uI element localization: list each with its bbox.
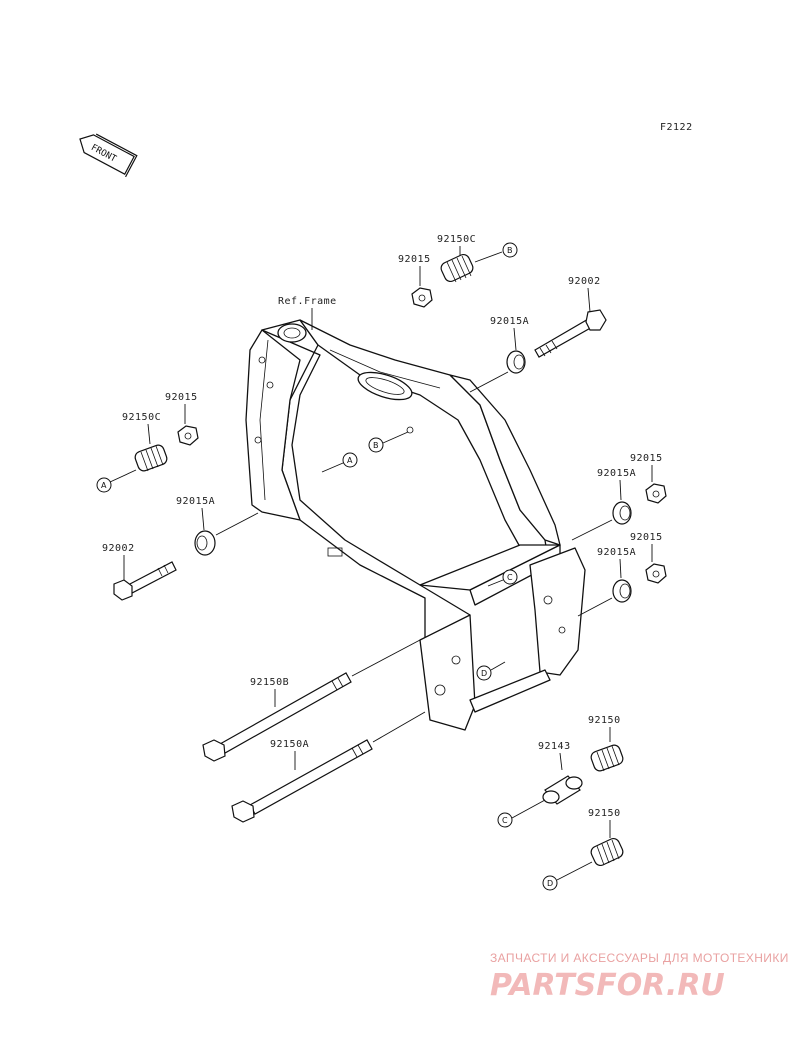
spring-92150-r1 <box>590 744 624 772</box>
leader-line <box>513 327 517 351</box>
collar-92143 <box>542 775 583 805</box>
bolt-92002-left <box>113 561 177 601</box>
callout-b-frame: B <box>368 437 384 453</box>
spring-92150-r2 <box>590 837 624 867</box>
leader-line <box>619 558 622 579</box>
front-arrow-icon: FRONT <box>79 133 138 178</box>
label-92150A: 92150A <box>270 739 309 750</box>
callout-a-frame: A <box>342 452 358 468</box>
spring-92150C-left <box>134 444 168 472</box>
svg-text:C: C <box>502 816 508 825</box>
svg-text:D: D <box>481 669 487 678</box>
leader-line <box>474 251 503 263</box>
leader-line <box>559 752 563 771</box>
leader-line <box>587 287 591 313</box>
svg-text:A: A <box>347 456 353 465</box>
nut-92015-left <box>177 425 199 446</box>
nut-92015-r2 <box>645 563 667 584</box>
svg-text:A: A <box>101 481 107 490</box>
label-92150-r1: 92150 <box>588 715 621 726</box>
frame-drawing <box>245 319 586 731</box>
label-92002-left: 92002 <box>102 543 135 554</box>
leader-line <box>382 431 409 444</box>
label-92015A-left: 92015A <box>176 496 215 507</box>
callout-d-frame: D <box>476 665 492 681</box>
svg-text:D: D <box>547 879 553 888</box>
nut-92015-r1 <box>645 483 667 504</box>
label-92015A-r1: 92015A <box>597 468 636 479</box>
label-92150C-left: 92150C <box>122 412 161 423</box>
callout-d-bottom: D <box>542 875 558 891</box>
leader-line <box>490 661 506 671</box>
svg-text:B: B <box>507 246 513 255</box>
nut-92015-top <box>411 287 433 308</box>
ref-frame-label: Ref.Frame <box>278 296 337 307</box>
leader-line <box>556 861 593 881</box>
label-92150-r2: 92150 <box>588 808 621 819</box>
washer-92015A-r2 <box>612 579 632 603</box>
bolt-92150B <box>202 672 352 762</box>
leader-line <box>511 799 546 819</box>
leader-line <box>147 423 151 445</box>
leader-line <box>201 507 205 531</box>
svg-text:B: B <box>373 441 379 450</box>
washer-92015A-top <box>506 350 526 374</box>
bolt-92150A <box>231 739 373 823</box>
label-92002-top: 92002 <box>568 276 601 287</box>
watermark-tagline: ЗАПЧАСТИ И АКСЕССУАРЫ ДЛЯ МОТОТЕХНИКИ <box>490 951 789 965</box>
leader-line <box>351 639 421 677</box>
label-92015-top: 92015 <box>398 254 431 265</box>
diagram-code: F2122 <box>660 122 693 133</box>
leader-line <box>571 519 613 541</box>
label-92015A-top: 92015A <box>490 316 529 327</box>
svg-text:C: C <box>507 573 513 582</box>
leader-line <box>215 512 259 536</box>
leader-line <box>487 579 504 587</box>
leader-line <box>619 479 622 501</box>
label-92015A-r2: 92015A <box>597 547 636 558</box>
leader-line <box>372 711 426 743</box>
callout-c-bottom: C <box>497 812 513 828</box>
leader-line <box>109 469 137 483</box>
label-92015-r2: 92015 <box>630 532 663 543</box>
callout-c-frame: C <box>502 569 518 585</box>
label-92015-left: 92015 <box>165 392 198 403</box>
label-92143: 92143 <box>538 741 571 752</box>
watermark-brand: PARTSFOR.RU <box>490 968 725 1003</box>
callout-b-top: B <box>502 242 518 258</box>
spring-92150C-top <box>440 253 474 283</box>
label-92150C-top: 92150C <box>437 234 476 245</box>
bolt-92002-top <box>534 309 607 358</box>
label-92015-r1: 92015 <box>630 453 663 464</box>
callout-a-left: A <box>96 477 112 493</box>
label-92150B: 92150B <box>250 677 289 688</box>
leader-line <box>577 597 613 617</box>
leader-line <box>469 371 509 393</box>
washer-92015A-left <box>194 530 216 556</box>
washer-92015A-r1 <box>612 501 632 525</box>
